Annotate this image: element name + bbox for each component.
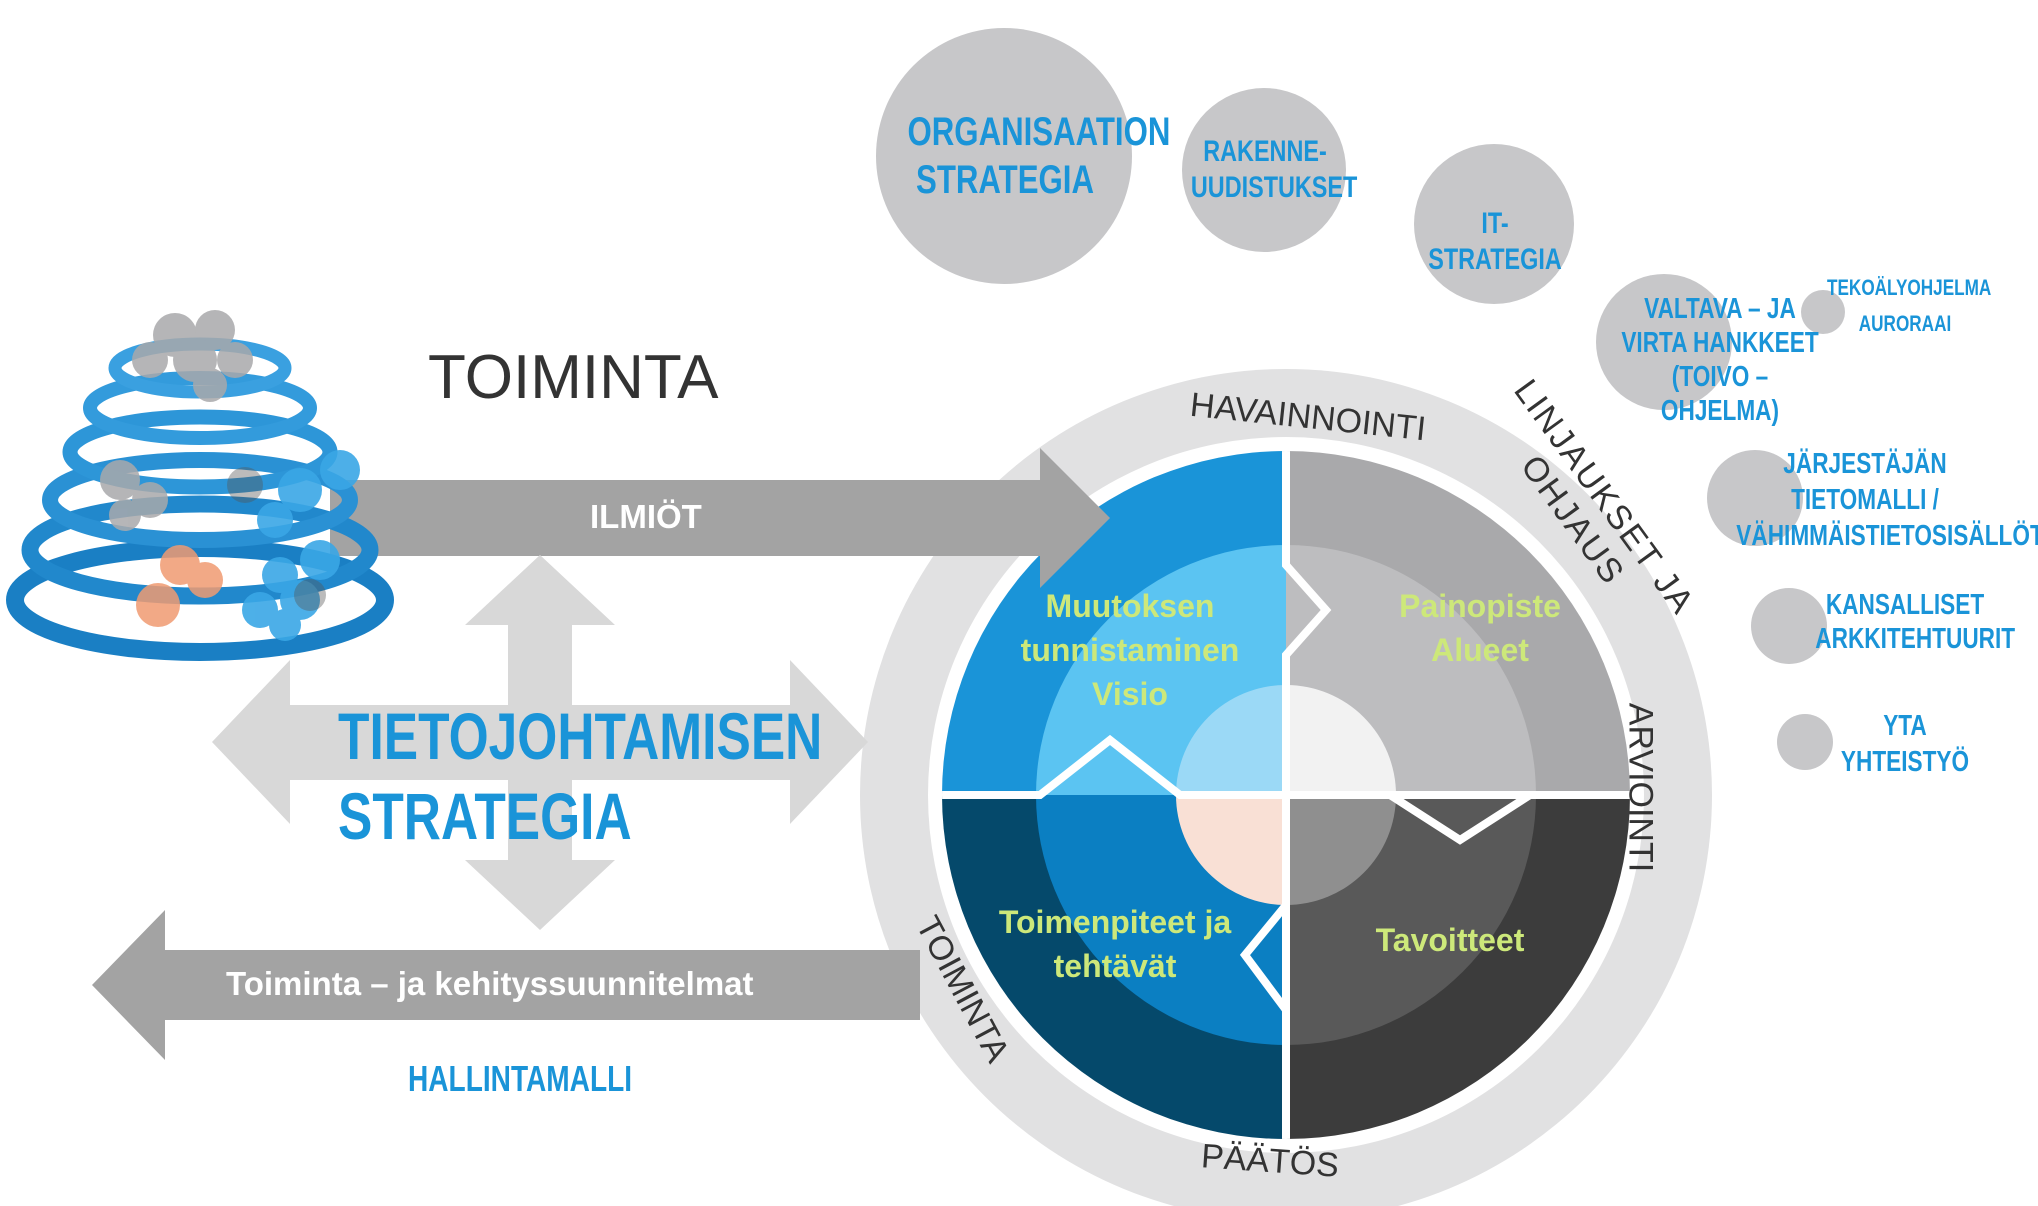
ilmiot-arrow	[330, 448, 1110, 588]
core-bottom-right	[1286, 795, 1396, 905]
bubble-jarjestajan	[1707, 450, 1803, 546]
core-top-left	[1176, 685, 1286, 795]
quadrant-line: Toimenpiteet ja	[998, 904, 1232, 940]
strategy-title-line2: STRATEGIA	[338, 779, 632, 853]
core-bottom-left	[1176, 795, 1286, 905]
quadrant-label-toimenpiteet: Toimenpiteet ja tehtävät	[960, 900, 1270, 988]
bubble-kansalliset	[1751, 588, 1827, 664]
quadrant-line: tehtävät	[1053, 948, 1177, 984]
bubble-rakenne	[1182, 88, 1346, 252]
bubble-line: STRATEGIA	[916, 158, 1094, 202]
bubble-line: ARKKITEHTUURIT	[1815, 623, 2016, 655]
bubble-line: UUDISTUKSET	[1190, 171, 1358, 204]
bubble-valtava	[1596, 274, 1732, 410]
bubble-label-it: IT- STRATEGIA	[1421, 206, 1569, 278]
bubble-label-jarjestajan: JÄRJESTÄJÄN TIETOMALLI / VÄHIMMÄISTIETOS…	[1736, 446, 2038, 554]
quadrant-line: Alueet	[1431, 632, 1529, 668]
bubble-line: TIETOMALLI /	[1791, 484, 1939, 516]
return-arrow-label: Toiminta – ja kehityssuunnitelmat	[226, 965, 754, 1002]
core-top-right	[1286, 685, 1396, 795]
strategy-title: TIETOJOHTAMISEN STRATEGIA	[338, 696, 822, 856]
bubble-yta	[1777, 714, 1833, 770]
bubble-line: YHTEISTYÖ	[1840, 746, 1970, 778]
bubble-label-yta: YTA YHTEISTYÖ	[1839, 708, 1972, 780]
bubble-label-valtava: VALTAVA – JA VIRTA HANKKEET (TOIVO – OHJ…	[1619, 292, 1822, 428]
bubble-line: IT- STRATEGIA	[1428, 207, 1562, 276]
hallintamalli-label: HALLINTAMALLI	[408, 1058, 633, 1099]
quadrant-label-painopiste: Painopiste Alueet	[1360, 584, 1600, 672]
bubble-it	[1414, 144, 1574, 304]
quadrant-label-muutoksen: Muutoksen tunnistaminen Visio	[1010, 584, 1250, 716]
bubble-line: YTA	[1883, 710, 1927, 742]
bubble-line: AURORAAI	[1858, 311, 1952, 336]
quadrant-line: Muutoksen	[1045, 588, 1215, 624]
bubble-line: RAKENNE-	[1203, 135, 1327, 168]
bubble-line: VALTAVA – JA	[1644, 293, 1796, 325]
bubble-line: VÄHIMMÄISTIETOSISÄLLÖT	[1736, 520, 2038, 552]
spring-coil-icon	[6, 310, 394, 661]
bubble-line: JÄRJESTÄJÄN	[1783, 448, 1947, 480]
quadrant-line: Painopiste	[1399, 588, 1561, 624]
quadrant-line: Visio	[1092, 676, 1168, 712]
quadrant-line: tunnistaminen	[1020, 632, 1240, 668]
bubble-label-kansalliset: KANSALLISET ARKKITEHTUURIT	[1815, 588, 2016, 656]
quadrant-label-tavoitteet: Tavoitteet	[1310, 918, 1590, 962]
bubble-line: TEKOÄLYOHJELMA	[1827, 275, 1992, 300]
bubble-line: VIRTA HANKKEET	[1621, 327, 1819, 359]
bubble-line: (TOIVO – OHJELMA)	[1660, 361, 1780, 427]
quadrant-line: Tavoitteet	[1375, 922, 1525, 958]
ilmiot-label: ILMIÖT	[590, 498, 702, 535]
bubble-organisaation	[876, 28, 1132, 284]
toiminta-title: TOIMINTA	[428, 343, 719, 412]
bubble-tekoaly	[1801, 290, 1845, 334]
strategy-title-line1: TIETOJOHTAMISEN	[338, 699, 823, 773]
bubble-label-rakenne: RAKENNE- UUDISTUKSET	[1190, 134, 1358, 206]
bubble-label-tekoaly: TEKOÄLYOHJELMA AURORAAI	[1827, 270, 1992, 342]
bubble-line: ORGANISAATION	[907, 110, 1171, 154]
cross-arrow	[212, 555, 868, 930]
return-arrow	[92, 910, 920, 1060]
ring-label-arviointi: ARVIOINTI	[1621, 702, 1660, 873]
bubble-label-organisaation: ORGANISAATION STRATEGIA	[907, 108, 1171, 204]
bubble-line: KANSALLISET	[1825, 589, 1985, 621]
